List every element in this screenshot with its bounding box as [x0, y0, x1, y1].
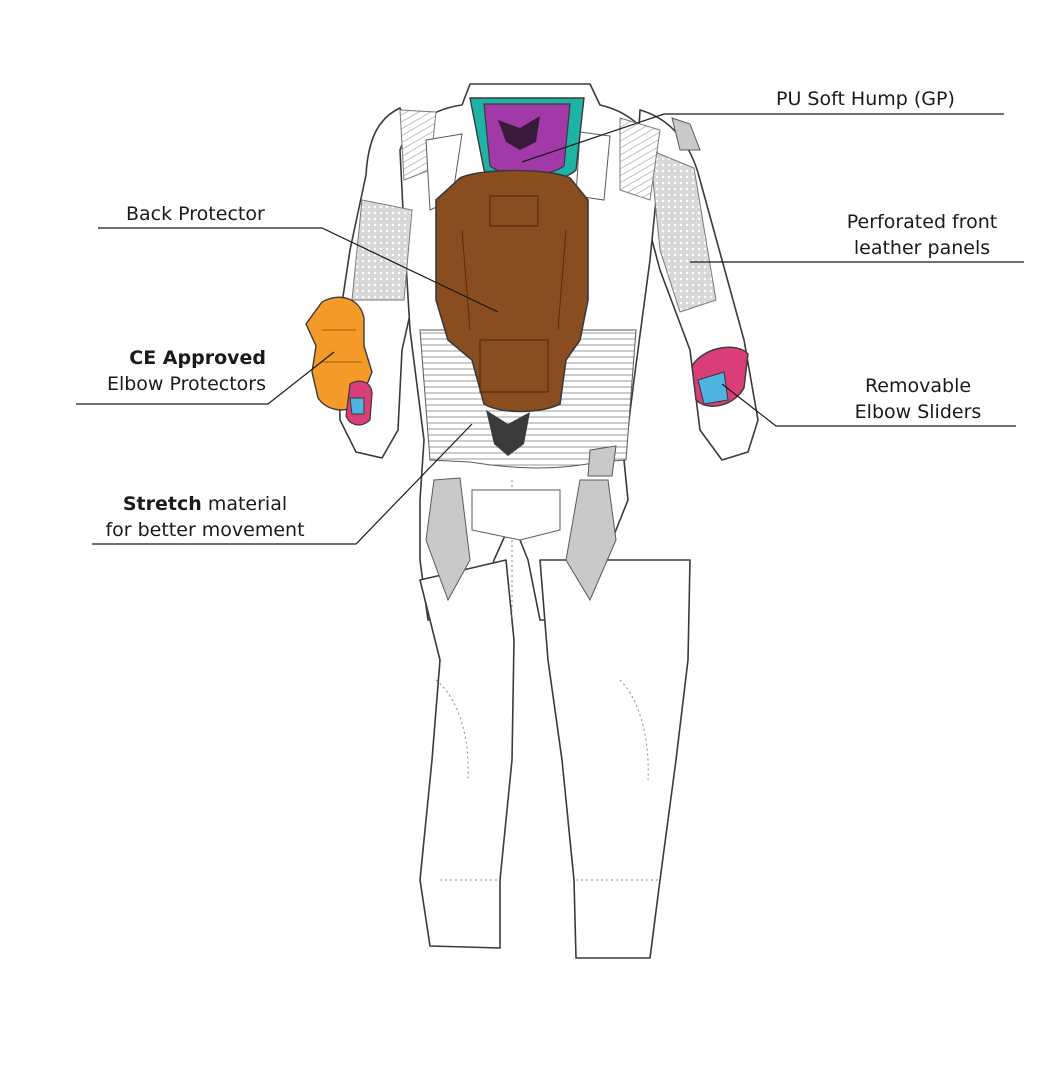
stretch-panel-logo-icon	[486, 410, 530, 456]
label-pu-soft-hump: PU Soft Hump (GP)	[776, 88, 955, 110]
leader-lines	[76, 113, 1024, 545]
leader-ce-elbow	[76, 351, 335, 405]
right-shoulder-stripes	[619, 117, 661, 201]
right-leg	[539, 559, 691, 959]
hump-logo-icon	[498, 116, 540, 150]
grey-accent-panels	[425, 117, 701, 602]
label-ce-elbow-protectors: CE Approved Elbow Protectors	[106, 347, 266, 395]
leader-elbow-sliders	[721, 383, 1016, 427]
label-perforated-panels: Perforated front leather panels	[846, 211, 998, 259]
left-leg	[419, 559, 515, 949]
stitch-lines	[435, 480, 660, 881]
left-elbow-slider	[345, 380, 373, 426]
label-back-protector: Back Protector	[126, 203, 265, 225]
right-sleeve-perforated-panel	[649, 149, 717, 313]
leader-pu-hump	[521, 113, 1004, 163]
back-protector	[435, 169, 589, 413]
leader-stretch	[92, 423, 473, 545]
right-elbow-slider	[691, 346, 749, 407]
label-removable-elbow-sliders: Removable Elbow Sliders	[854, 375, 982, 423]
left-sleeve-perforated-panel	[351, 199, 413, 301]
label-stretch-material: Stretch material for better movement	[105, 493, 305, 541]
pu-soft-hump	[469, 97, 585, 183]
leader-back-protector	[98, 227, 499, 313]
